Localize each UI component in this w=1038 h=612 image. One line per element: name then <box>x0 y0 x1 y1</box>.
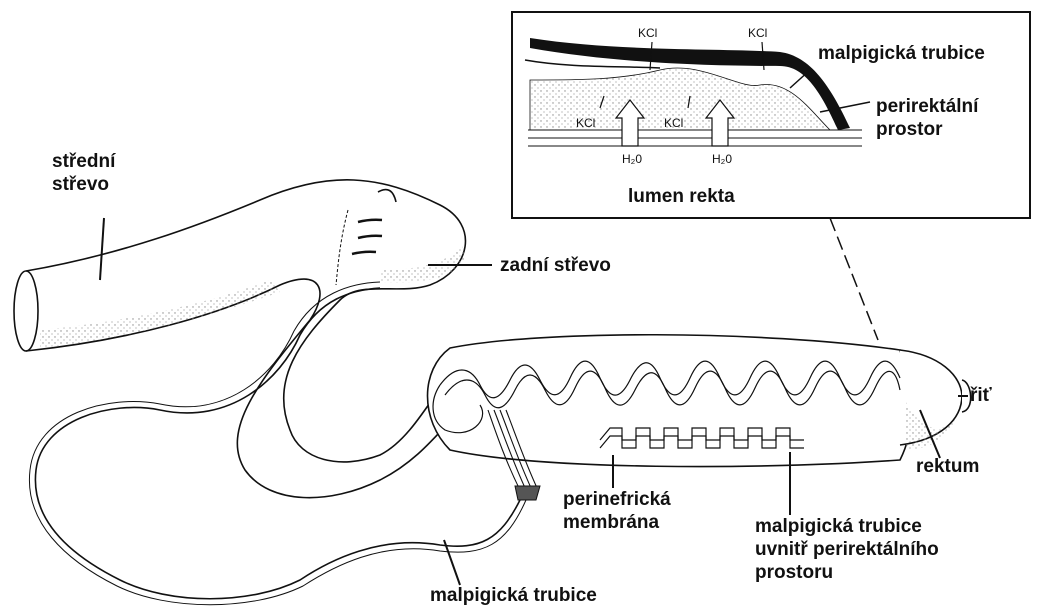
inset-kcl-top-2: KCl <box>748 26 767 40</box>
gut-division <box>336 210 348 285</box>
inset-h2o-2: H₂0 <box>712 152 732 166</box>
label-stredni-strevo: střední střevo <box>52 150 115 196</box>
label-perinefricka-membrana: perinefrická membrána <box>563 488 671 534</box>
inset-h2o-1: H₂0 <box>622 152 642 166</box>
inset-kcl-low-1: KCl <box>576 116 595 130</box>
inset-kcl-top-1: KCl <box>638 26 657 40</box>
label-malpigicka-trubice-inside: malpigická trubice uvnitř perirektálního… <box>755 515 939 584</box>
label-zadni-strevo: zadní střevo <box>500 254 611 277</box>
tubule-stub-2 <box>358 236 382 238</box>
hindgut-stipple <box>380 245 466 282</box>
bundle-end <box>515 486 540 500</box>
inset-label-lumen-rekta: lumen rekta <box>628 186 735 208</box>
inset-label-malpigicka-trubice: malpigická trubice <box>818 42 985 65</box>
tubule-stub-3 <box>352 252 376 254</box>
midgut-stipple <box>40 280 280 348</box>
inset-connector <box>830 218 878 340</box>
tubule-stub-1 <box>358 220 382 222</box>
tubule-hook <box>378 190 396 202</box>
label-rektum: rektum <box>916 455 979 478</box>
inset-kcl-low-2: KCl <box>664 116 683 130</box>
inset-label-perirektalni-prostor: perirektální prostor <box>876 95 978 141</box>
label-rit: řiť <box>970 384 992 407</box>
label-malpigicka-trubice-bottom: malpigická trubice <box>430 584 597 607</box>
